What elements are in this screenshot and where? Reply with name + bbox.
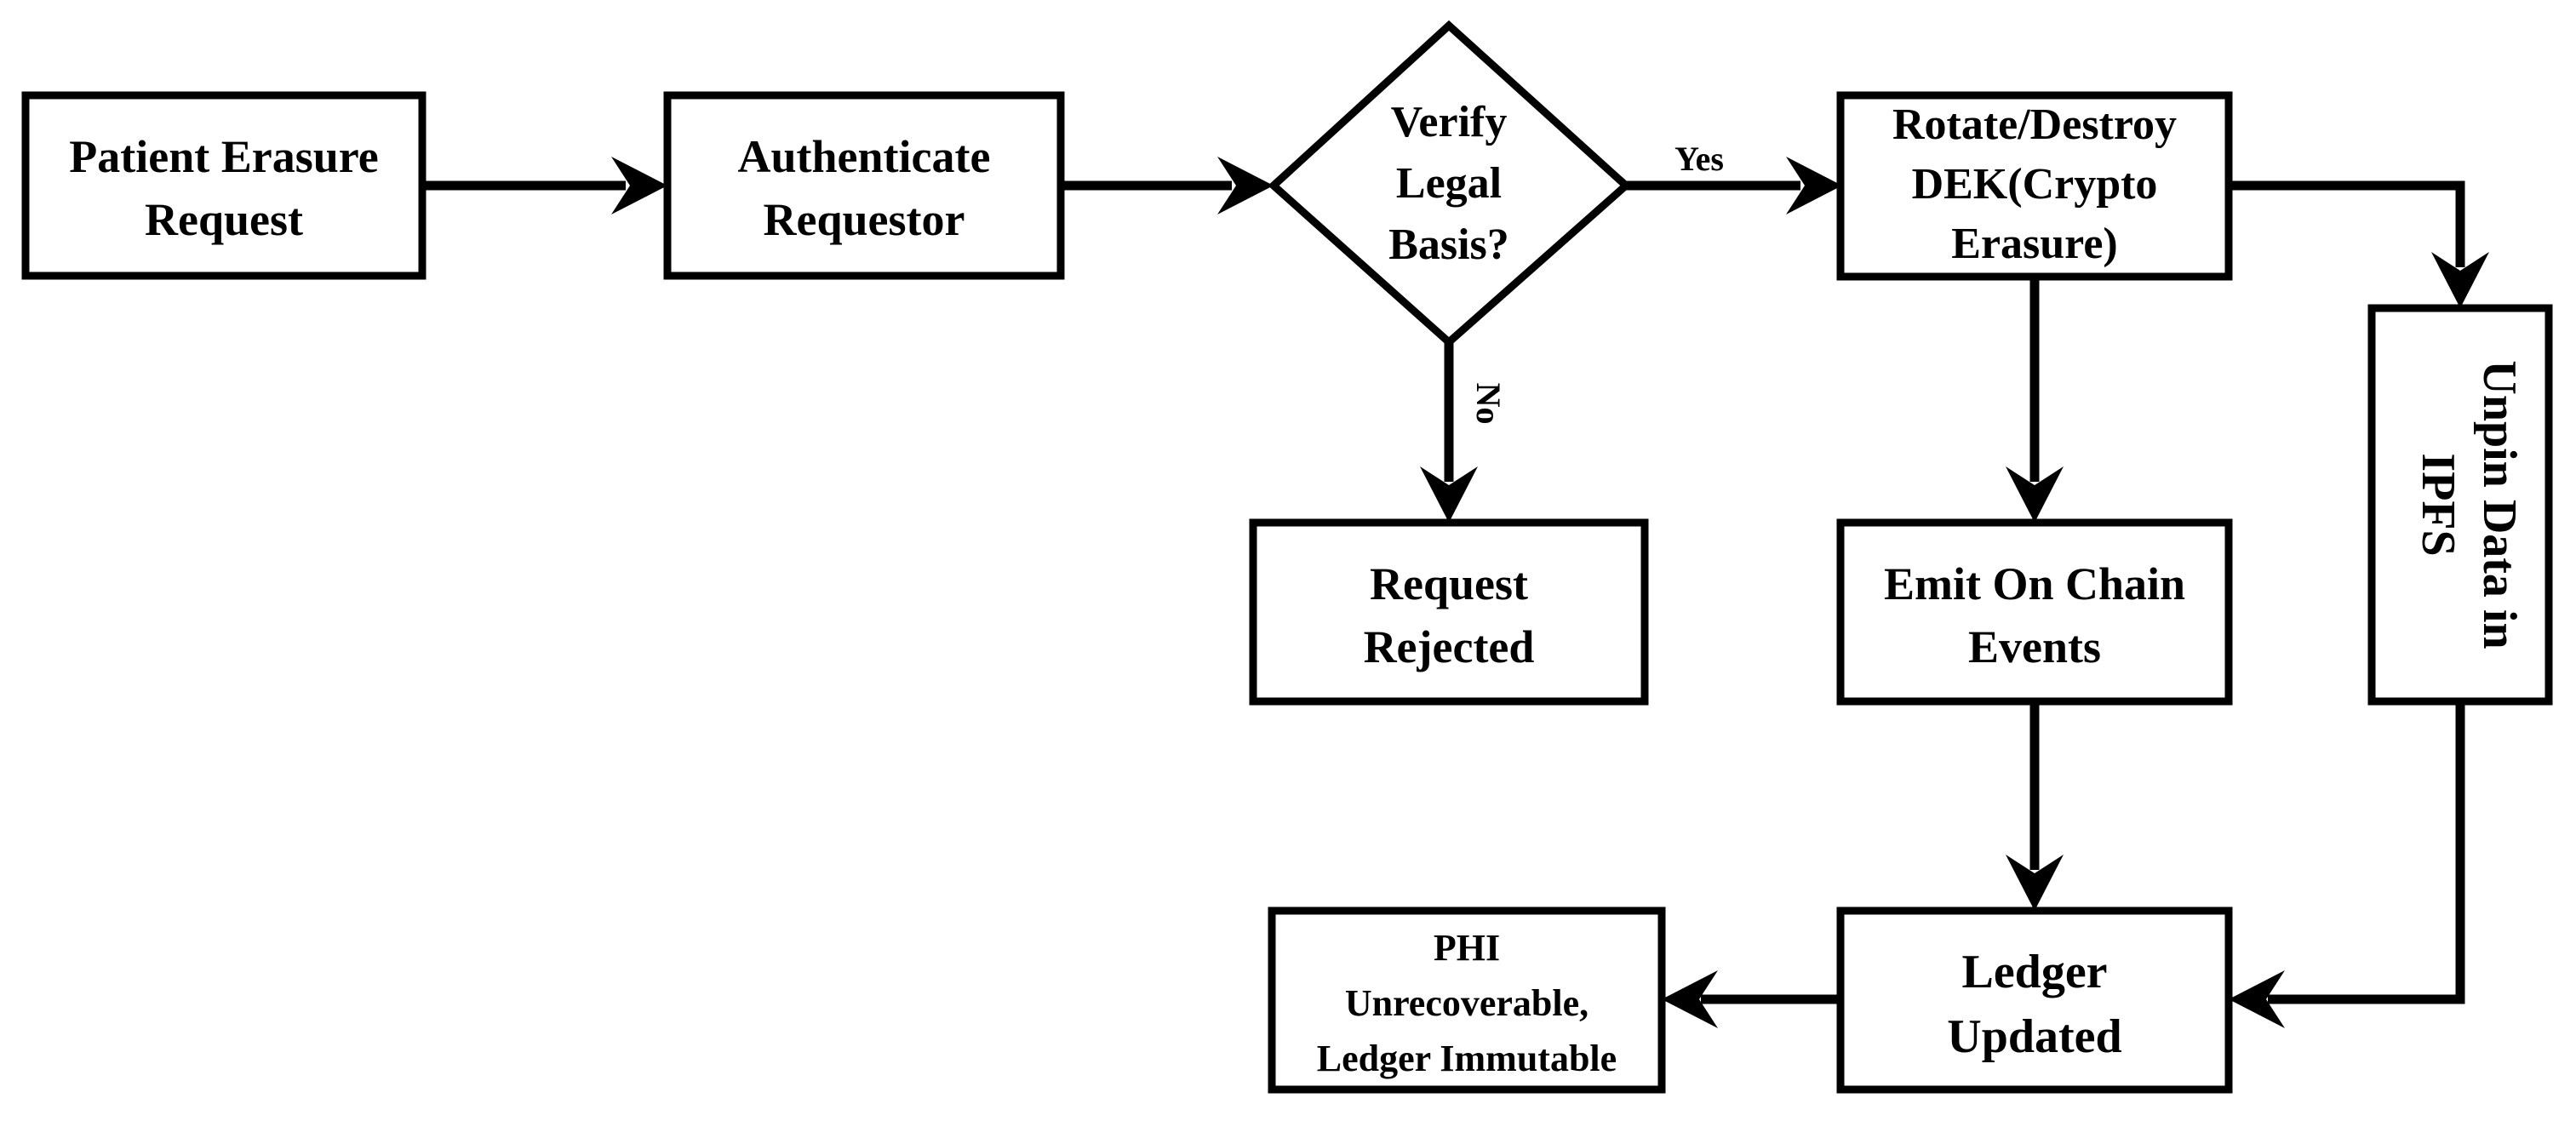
node-rotate-destroy-dek: Rotate/Destroy DEK(Crypto Erasure) — [1836, 91, 2233, 281]
arrowhead-verify — [1217, 157, 1274, 214]
arrowhead-rotate — [1786, 157, 1842, 214]
node-authenticate-requestor: Authenticate Requestor — [663, 91, 1065, 280]
node-label-line: Events — [1968, 621, 2101, 672]
node-patient-erasure-request: Patient Erasure Request — [21, 91, 426, 280]
node-label-line: Legal — [1396, 159, 1502, 208]
node-label-line: Requestor — [764, 194, 965, 245]
arrowhead-phi — [1662, 970, 1718, 1028]
node-label-line: DEK(Crypto — [1912, 160, 2158, 209]
arrowhead-ledger-from-emit — [2006, 855, 2064, 911]
arrowhead-authenticate — [611, 157, 667, 214]
node-unpin-data-ipfs: Unpin Data in IPFS — [2367, 304, 2553, 706]
node-label-line: Rotate/Destroy — [1892, 100, 2177, 149]
node-label-line: Verify — [1391, 98, 1508, 146]
arrowhead-ledger-from-unpin — [2229, 970, 2285, 1028]
node-label-line: Authenticate — [738, 131, 991, 182]
node-label-line: PHI — [1434, 927, 1500, 969]
node-request-rejected: Request Rejected — [1249, 518, 1649, 706]
node-label-line: IPFS — [2412, 453, 2464, 556]
node-label-line: Ledger Immutable — [1317, 1038, 1617, 1079]
node-label-line: Unrecoverable, — [1345, 982, 1589, 1024]
edge-label-yes: Yes — [1674, 140, 1724, 178]
node-emit-on-chain-events: Emit On Chain Events — [1836, 518, 2233, 706]
node-label-line: Rejected — [1364, 621, 1535, 672]
arrowhead-emit — [2006, 466, 2064, 523]
arrowhead-unpin — [2431, 252, 2489, 308]
edge-label-no: No — [1469, 383, 1508, 425]
arrowhead-rejected — [1420, 466, 1478, 523]
node-label-line: Request — [1370, 558, 1528, 609]
edges — [422, 157, 2489, 1028]
node-label-line: Patient Erasure — [69, 131, 378, 182]
decision-verify-legal-basis: Verify Legal Basis? — [1268, 20, 1632, 348]
node-label-line: Updated — [1947, 1010, 2121, 1063]
node-label-line: Basis? — [1388, 220, 1509, 269]
node-label-line: Erasure) — [1951, 220, 2117, 268]
node-label-line: Emit On Chain — [1884, 558, 2185, 609]
edge-rotate-to-unpin — [2229, 180, 2465, 267]
node-ledger-updated: Ledger Updated — [1836, 907, 2233, 1094]
node-label-line: Unpin Data in — [2473, 360, 2526, 649]
node-phi-unrecoverable: PHI Unrecoverable, Ledger Immutable — [1268, 907, 1666, 1094]
node-label-line: Request — [145, 194, 303, 245]
edge-unpin-to-ledger — [2268, 701, 2465, 1004]
node-label-line: Ledger — [1961, 946, 2107, 998]
